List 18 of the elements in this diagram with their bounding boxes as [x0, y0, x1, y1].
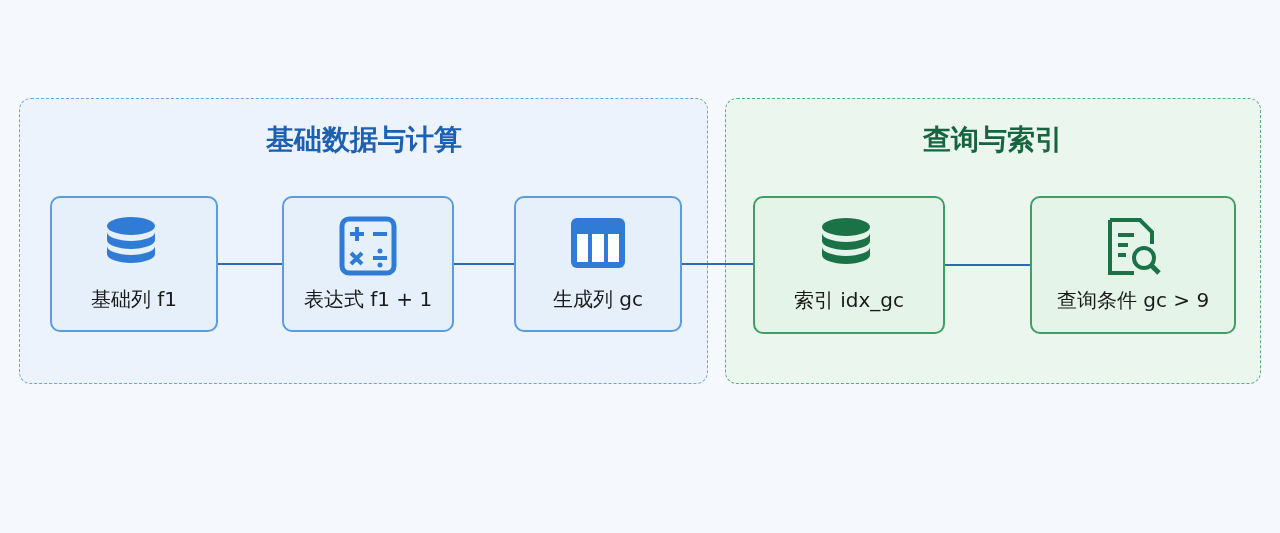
node-label: 生成列 gc	[552, 285, 644, 313]
connector-line	[944, 264, 1031, 266]
connector-line	[217, 263, 283, 265]
group-title: 查询与索引	[922, 122, 1064, 158]
group-panel	[725, 98, 1261, 384]
node-label: 基础列 f1	[90, 285, 178, 313]
connector-line	[681, 263, 754, 265]
group-title: 基础数据与计算	[264, 122, 463, 158]
connector-line	[453, 263, 515, 265]
group-panel	[19, 98, 708, 384]
node-label: 索引 idx_gc	[793, 286, 905, 314]
process-box	[282, 196, 454, 332]
process-box	[50, 196, 218, 332]
process-box	[514, 196, 682, 332]
process-box	[1030, 196, 1236, 334]
node-label: 查询条件 gc > 9	[1056, 286, 1210, 314]
node-label: 表达式 f1 + 1	[303, 285, 433, 313]
process-box	[753, 196, 945, 334]
